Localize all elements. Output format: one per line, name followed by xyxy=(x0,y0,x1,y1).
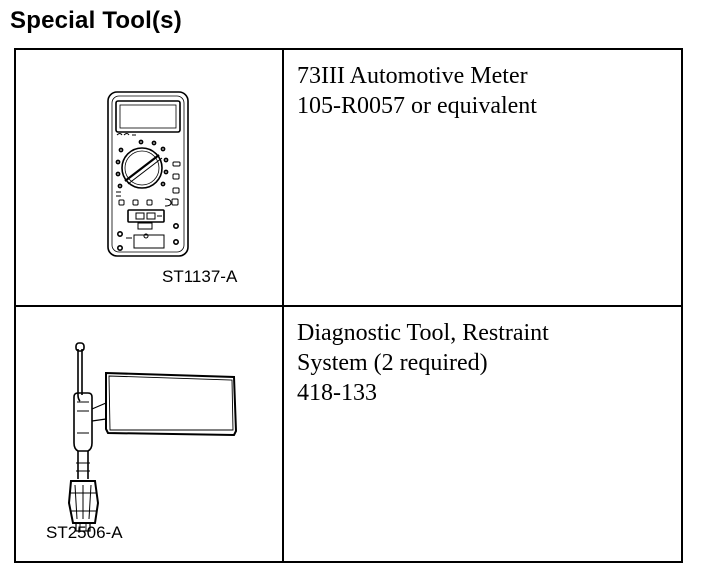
tool-description: Diagnostic Tool, Restraint System (2 req… xyxy=(297,318,549,408)
tool-description-cell: Diagnostic Tool, Restraint System (2 req… xyxy=(284,307,681,561)
special-tools-table: ST1137-A 73III Automotive Meter 105-R005… xyxy=(14,48,683,563)
tool-description-cell: 73III Automotive Meter 105-R0057 or equi… xyxy=(284,50,681,305)
tool-image-cell: ST1137-A xyxy=(16,50,282,305)
column-divider xyxy=(282,50,284,305)
tool-caption: ST2506-A xyxy=(46,523,123,542)
column-divider xyxy=(282,307,284,561)
page-title: Special Tool(s) xyxy=(10,7,182,34)
tool-number-line: 418-133 xyxy=(297,380,377,406)
tool-caption: ST1137-A xyxy=(162,267,238,286)
tool-image-cell: ST2506-A xyxy=(16,307,282,561)
table-row: ST1137-A 73III Automotive Meter 105-R005… xyxy=(16,50,681,307)
table-row: ST2506-A Diagnostic Tool, Restraint Syst… xyxy=(16,307,681,561)
tool-name-line: System (2 required) xyxy=(297,350,488,376)
tool-number-line: 105-R0057 or equivalent xyxy=(297,93,537,119)
tool-name-line: 73III Automotive Meter xyxy=(297,63,528,89)
tool-description: 73III Automotive Meter 105-R0057 or equi… xyxy=(297,61,537,121)
tool-name-line: Diagnostic Tool, Restraint xyxy=(297,320,549,346)
multimeter-icon xyxy=(107,91,189,257)
diagnostic-tool-icon xyxy=(67,342,238,532)
